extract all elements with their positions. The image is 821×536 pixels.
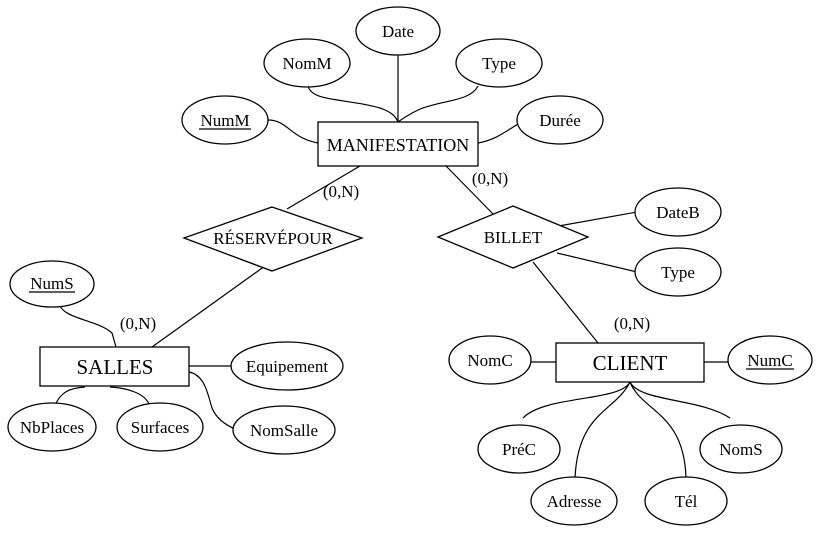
cardinality-client-billet: (0,N): [614, 314, 650, 333]
attribute-equipement: Equipement: [230, 341, 344, 391]
attribute-type-manifestation: Type: [455, 38, 543, 88]
relationship-reservepour-label: RÉSERVÉPOUR: [213, 229, 333, 248]
attribute-numc-label: NumC: [747, 351, 792, 370]
attribute-nomc-label: NomC: [467, 351, 512, 370]
attribute-nomm-label: NomM: [282, 54, 331, 73]
link-manifestation-reservepour: [286, 165, 361, 210]
attribute-nbplaces: NbPlaces: [7, 402, 97, 452]
relationship-billet-label: BILLET: [484, 228, 543, 247]
attribute-adresse-oval: [530, 476, 618, 526]
attribute-dateb-oval: [634, 187, 722, 237]
link-client-adresse: [574, 381, 631, 479]
attribute-numc-oval: [727, 335, 813, 385]
attribute-equipement-label: Equipement: [246, 357, 328, 376]
attribute-nums: NumS: [9, 260, 95, 308]
attribute-nbplaces-oval: [7, 402, 97, 452]
attribute-surfaces-label: Surfaces: [131, 418, 190, 437]
link-manifestation-numm: [267, 119, 319, 144]
link-salles-nomsalle: [188, 371, 238, 431]
attribute-nomc: NomC: [448, 335, 532, 385]
attribute-date-label: Date: [382, 22, 414, 41]
attribute-numm-label: NumM: [200, 111, 249, 130]
attribute-noms-oval: [699, 424, 783, 474]
attribute-tel: Tél: [644, 476, 728, 526]
link-salles-surfaces: [109, 386, 151, 407]
entity-manifestation: MANIFESTATION: [317, 121, 479, 167]
attribute-dateb-label: DateB: [656, 203, 699, 222]
attribute-nomsalle-label: NomSalle: [250, 421, 318, 440]
attribute-prec: PréC: [477, 424, 561, 474]
attribute-type-billet: Type: [634, 247, 722, 297]
attribute-prec-oval: [477, 424, 561, 474]
link-reservepour-salles: [151, 265, 266, 348]
attribute-numc: NumC: [727, 335, 813, 385]
link-client-tel: [629, 381, 687, 479]
attribute-equipement-oval: [230, 341, 344, 391]
entity-salles-label: SALLES: [76, 355, 153, 379]
cardinalities: (0,N) (0,N) (0,N) (0,N): [120, 169, 650, 333]
attribute-type-billet-label: Type: [661, 263, 695, 282]
link-billet-client: [532, 261, 599, 344]
attribute-nomsalle: NomSalle: [232, 405, 336, 455]
attribute-surfaces: Surfaces: [116, 402, 204, 452]
attribute-date: Date: [355, 6, 441, 56]
entity-client-label: CLIENT: [593, 351, 668, 375]
attribute-prec-label: PréC: [502, 440, 536, 459]
attribute-type-manifestation-label: Type: [482, 54, 516, 73]
entity-client: CLIENT: [555, 342, 705, 383]
relationship-billet: BILLET: [436, 205, 590, 269]
link-manifestation-billet: [445, 165, 497, 218]
attribute-type-billet-oval: [634, 247, 722, 297]
link-manifestation-duree: [477, 123, 519, 144]
attribute-nums-label: NumS: [30, 274, 73, 293]
cardinality-manifestation-reservepour: (0,N): [323, 182, 359, 201]
attribute-date-oval: [355, 6, 441, 56]
entity-salles: SALLES: [39, 346, 190, 387]
attribute-tel-oval: [644, 476, 728, 526]
cardinality-manifestation-billet: (0,N): [472, 169, 508, 188]
attribute-noms-label: NomS: [719, 440, 762, 459]
attribute-nums-oval: [9, 260, 95, 308]
link-billet-dateb: [552, 211, 638, 228]
link-salles-nums: [57, 299, 117, 348]
cardinality-salles-reservepour: (0,N): [120, 314, 156, 333]
entity-manifestation-box: [317, 121, 479, 167]
attribute-numm-oval: [181, 95, 269, 145]
attribute-nomm-oval: [263, 38, 351, 88]
attribute-duree-oval: [516, 95, 604, 145]
attribute-tel-label: Tél: [675, 492, 698, 511]
attribute-surfaces-oval: [116, 402, 204, 452]
attribute-duree: Durée: [516, 95, 604, 145]
attribute-nomsalle-oval: [232, 405, 336, 455]
attribute-adresse: Adresse: [530, 476, 618, 526]
attribute-dateb: DateB: [634, 187, 722, 237]
link-client-noms: [629, 381, 731, 419]
attribute-type-manifestation-oval: [455, 38, 543, 88]
attribute-adresse-label: Adresse: [547, 492, 602, 511]
relationship-reservepour: RÉSERVÉPOUR: [182, 206, 364, 272]
attribute-nomm: NomM: [263, 38, 351, 88]
entity-salles-box: [39, 346, 190, 387]
entity-client-box: [555, 342, 705, 383]
attribute-numm: NumM: [181, 95, 269, 145]
relationship-billet-diamond: [436, 205, 590, 269]
link-client-prec: [522, 381, 631, 419]
attribute-nbplaces-label: NbPlaces: [20, 418, 84, 437]
attribute-duree-label: Durée: [539, 111, 581, 130]
entity-manifestation-label: MANIFESTATION: [327, 135, 470, 155]
attribute-nomc-oval: [448, 335, 532, 385]
link-billet-type: [556, 252, 638, 273]
link-manifestation-nomm: [307, 85, 399, 123]
attribute-noms: NomS: [699, 424, 783, 474]
relationship-reservepour-diamond: [182, 206, 364, 272]
link-manifestation-type: [397, 85, 479, 123]
